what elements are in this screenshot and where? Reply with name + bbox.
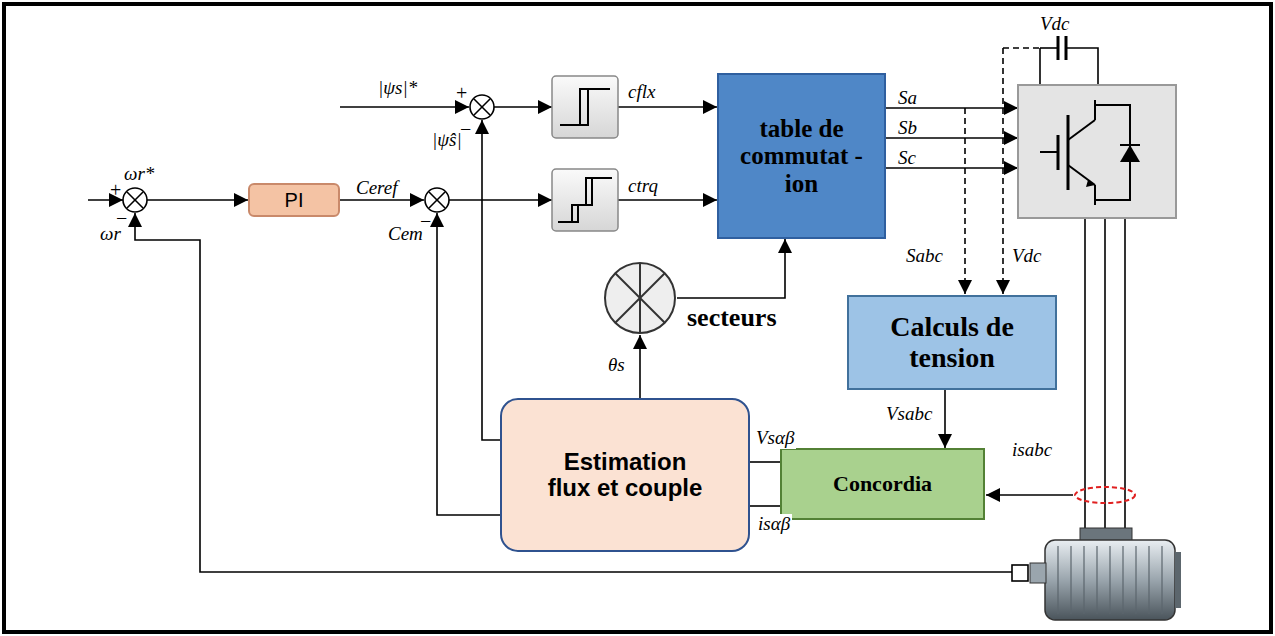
transform-box: Concordia xyxy=(780,448,985,520)
box-label: table de commutat -ion xyxy=(738,115,866,198)
signal-label: + xyxy=(110,179,121,201)
voltage-calculation-box: Calculs de tension xyxy=(847,295,1057,390)
frame xyxy=(4,4,1271,632)
box-label: Concordia xyxy=(833,472,932,496)
signal-connector xyxy=(639,335,641,398)
estimator-box: Estimation flux et couple xyxy=(500,398,750,552)
box-label: PI xyxy=(285,189,304,211)
signal-label: isαβ xyxy=(756,514,792,535)
signal-label: ωr* xyxy=(124,164,154,185)
switching-table-box: table de commutat -ion xyxy=(717,73,886,239)
signal-label: ωr xyxy=(100,224,121,245)
signal-label: Sa xyxy=(898,88,917,109)
signal-label: + xyxy=(456,82,467,104)
signal-label: Sb xyxy=(898,118,917,139)
signal-label: Vdc xyxy=(1012,246,1042,267)
signal-label: |ψs|* xyxy=(378,78,417,99)
signal-label: |ψ̂s| xyxy=(432,130,462,151)
signal-connector xyxy=(750,505,780,507)
hysteresis-comparator xyxy=(552,76,618,231)
symbol-label: secteurs xyxy=(687,304,777,333)
signal-label: θs xyxy=(606,355,627,376)
signal-label: Cem xyxy=(388,224,423,245)
signal-label: Vsabc xyxy=(884,404,934,425)
sector-symbol xyxy=(603,261,677,335)
box-label: Estimation flux et couple xyxy=(541,449,709,502)
controller-box: PI xyxy=(248,183,340,217)
signal-label: Vdc xyxy=(1040,14,1070,35)
signal-label: ctrq xyxy=(628,176,658,197)
signal-label: Sabc xyxy=(906,246,943,267)
motor-illustration xyxy=(1012,528,1181,620)
signal-label: isabc xyxy=(1012,440,1052,461)
box-label: Calculs de tension xyxy=(867,312,1037,374)
signal-label: Ceref xyxy=(356,178,398,199)
sector-selector: secteurs xyxy=(603,261,677,335)
signal-label: Sc xyxy=(898,148,916,169)
signal-label: − xyxy=(460,118,471,140)
signal-label: cflx xyxy=(628,82,655,103)
inverter-symbol xyxy=(1018,85,1176,218)
signal-connector xyxy=(750,461,780,463)
signal-connector xyxy=(677,239,785,298)
signal-label: Vsαβ xyxy=(754,428,796,449)
signal-connector xyxy=(944,390,946,448)
